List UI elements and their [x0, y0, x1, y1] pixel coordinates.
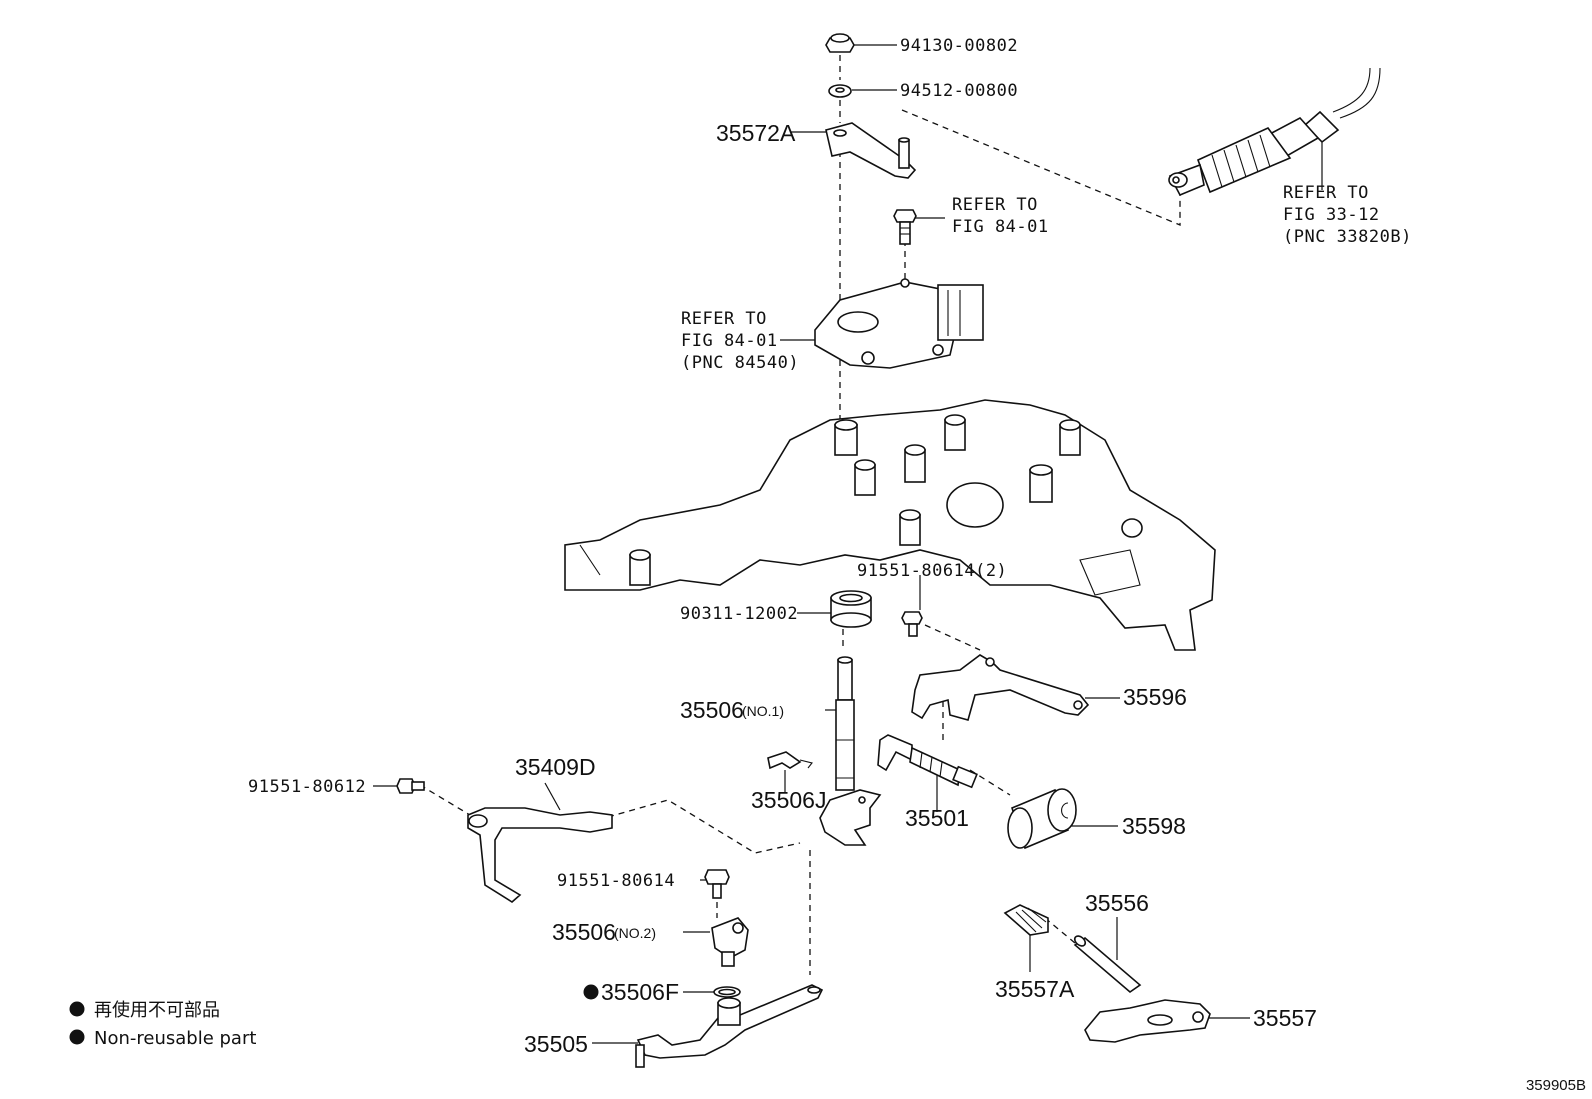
legend-text-jp: 再使用不可部品 [94, 1000, 220, 1021]
pin-35506j [767, 751, 813, 770]
label-pnc-33820b: (PNC 33820B) [1283, 227, 1412, 247]
label-35505: 35505 [524, 1031, 588, 1057]
label-35556: 35556 [1085, 890, 1149, 916]
lever-35409d [467, 807, 613, 903]
label-35506-no1: 35506 [680, 697, 744, 723]
label-35501: 35501 [905, 805, 969, 831]
label-fig-33-12: FIG 33-12 [1283, 205, 1380, 225]
filled-circle-icon [69, 1029, 85, 1045]
label-35557a: 35557A [995, 976, 1075, 1002]
label-fig-84-01-1: FIG 84-01 [952, 217, 1049, 237]
neutral-start-switch [814, 278, 984, 369]
label-35506-no1-suffix: (NO.1) [742, 703, 784, 719]
label-90311-12002: 90311-12002 [680, 604, 798, 624]
assembly-lines [419, 55, 1181, 975]
pin-35556 [1073, 935, 1142, 994]
filled-circle-icon [583, 984, 599, 1000]
label-91551-80612: 91551-80612 [248, 777, 366, 797]
label-refer-to-3: REFER TO [1283, 183, 1369, 203]
shaft-35506-no2 [711, 917, 749, 967]
legend-text-en: Non-reusable part [94, 1028, 256, 1049]
transmission-case-body [564, 399, 1216, 651]
label-35598: 35598 [1122, 813, 1186, 839]
label-35557: 35557 [1253, 1005, 1317, 1031]
cam-35598 [1007, 788, 1077, 850]
lever-35505 [635, 984, 824, 1068]
bolt-91551-80614 [704, 869, 730, 899]
part-labels: 94130-00802 94512-00800 35572A REFER TO … [248, 36, 1412, 1057]
oil-seal-90311-12002 [830, 590, 872, 628]
filled-circle-icon [69, 1001, 85, 1017]
label-35409d: 35409D [515, 754, 596, 780]
bolt-switch-mount [893, 209, 917, 245]
label-91551-80614: 91551-80614 [557, 871, 675, 891]
label-91551-80614-x2: 91551-80614(2) [857, 561, 1007, 581]
bolt-91551-80614-x2 [901, 611, 923, 637]
label-94130-00802: 94130-00802 [900, 36, 1018, 56]
label-fig-84-01-2: FIG 84-01 [681, 331, 778, 351]
legend: 再使用不可部品 Non-reusable part [69, 1000, 256, 1049]
label-35506f: 35506F [601, 979, 679, 1005]
leader-lines [373, 44, 1323, 1044]
o-ring-35506f [713, 986, 741, 998]
lever-35557 [1084, 999, 1211, 1043]
figure-id: 359905B [1526, 1077, 1586, 1094]
rod-35501 [877, 734, 978, 789]
label-refer-to-1: REFER TO [952, 195, 1038, 215]
bolt-94130-00802 [825, 33, 855, 53]
label-pnc-84540: (PNC 84540) [681, 353, 799, 373]
bracket-35596 [911, 654, 1090, 721]
lever-35572a [825, 122, 917, 179]
label-35506j: 35506J [751, 787, 826, 813]
label-35596: 35596 [1123, 684, 1187, 710]
label-35506-no2: 35506 [552, 919, 616, 945]
control-cable [1168, 67, 1381, 197]
shaft-35506-no1 [819, 656, 882, 846]
label-refer-to-2: REFER TO [681, 309, 767, 329]
label-35506-no2-suffix: (NO.2) [614, 925, 656, 941]
washer-94512-00800 [828, 84, 852, 98]
bolt-91551-80612 [396, 778, 425, 794]
spring-35557a [1003, 904, 1049, 936]
label-35572a: 35572A [716, 120, 796, 146]
label-94512-00800: 94512-00800 [900, 81, 1018, 101]
